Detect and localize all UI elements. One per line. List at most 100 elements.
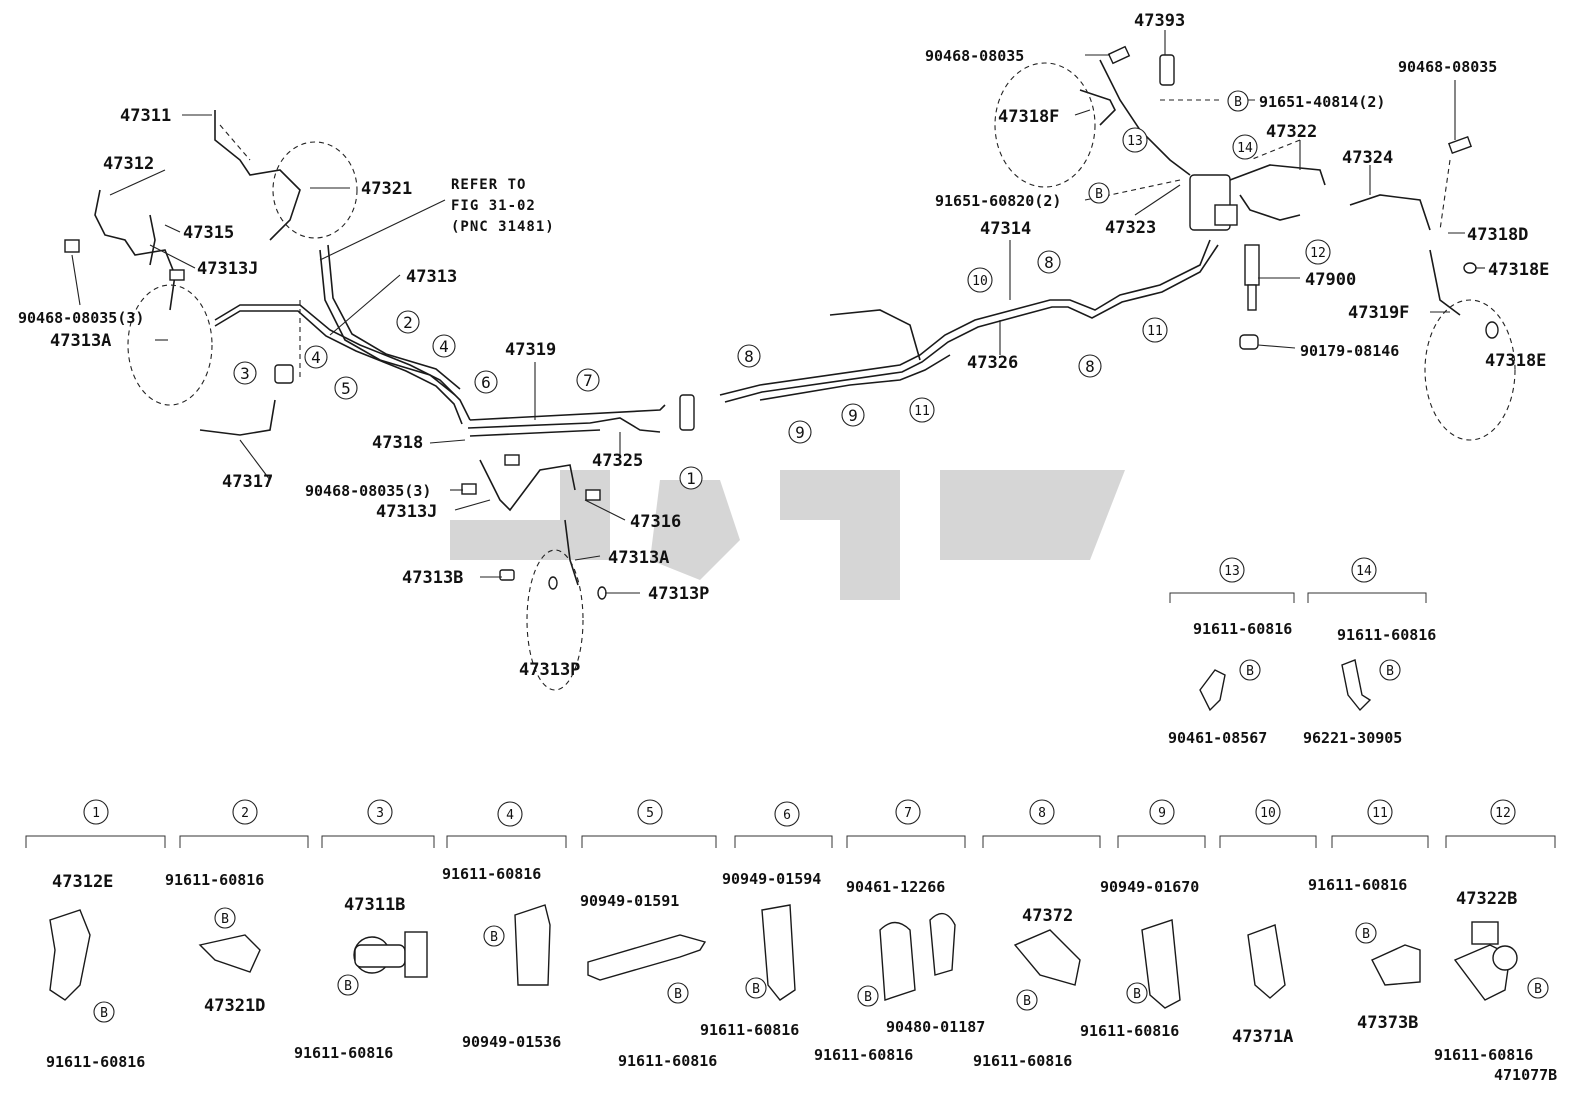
dashed-guides	[127, 62, 1516, 691]
leader-lines	[71, 30, 1485, 594]
svg-text:B: B	[1095, 187, 1103, 202]
callout-3: 3	[233, 361, 257, 385]
svg-text:8: 8	[1044, 253, 1054, 272]
svg-text:B: B	[1386, 664, 1394, 679]
label-47314: 47314	[980, 219, 1031, 239]
svg-text:B: B	[1023, 994, 1031, 1009]
callout-12: 12	[1305, 239, 1331, 265]
component-shapes	[64, 45, 1499, 600]
svg-text:B: B	[752, 982, 760, 997]
refer-note-line3: (PNC 31481)	[451, 219, 555, 235]
label-47313J-top: 47313J	[197, 259, 258, 279]
svg-text:9: 9	[848, 406, 858, 425]
svg-text:47311B: 47311B	[344, 895, 405, 915]
svg-text:3: 3	[240, 364, 250, 383]
detail-row: 1 47312E B 91611-60816 2 91611-60816 B 4…	[25, 799, 1557, 1084]
svg-text:1: 1	[92, 806, 100, 821]
detail-10: 10 47371A	[1219, 799, 1317, 1047]
svg-text:B: B	[490, 930, 498, 945]
label-90468-top: 90468-08035	[925, 47, 1024, 65]
label-47312: 47312	[103, 154, 154, 174]
label-47316: 47316	[630, 512, 681, 532]
label-90468-left: 90468-08035(3)	[18, 309, 144, 327]
label-47318F: 47318F	[998, 107, 1059, 127]
svg-text:5: 5	[646, 806, 654, 821]
label-47313: 47313	[406, 267, 457, 287]
svg-text:91611-60816: 91611-60816	[165, 871, 264, 889]
callout-11b: 11	[1142, 317, 1168, 343]
svg-text:90949-01536: 90949-01536	[462, 1033, 561, 1051]
label-90468-mid: 90468-08035(3)	[305, 482, 431, 500]
svg-text:9: 9	[795, 423, 805, 442]
watermark-logo	[450, 470, 1125, 600]
callout-8a: 8	[737, 344, 761, 368]
svg-text:7: 7	[583, 371, 593, 390]
svg-text:B: B	[1246, 664, 1254, 679]
detail-14: 14 91611-60816 B 96221-30905	[1303, 557, 1436, 747]
svg-text:B: B	[1234, 95, 1242, 110]
svg-text:B: B	[1133, 987, 1141, 1002]
svg-text:1: 1	[686, 469, 696, 488]
svg-text:91611-60816: 91611-60816	[1193, 620, 1292, 638]
svg-text:11: 11	[1147, 324, 1163, 339]
detail-2: 2 91611-60816 B 47321D	[165, 799, 309, 1016]
label-47318: 47318	[372, 433, 423, 453]
label-47900: 47900	[1305, 270, 1356, 290]
detail-11: 11 91611-60816 B 47373B	[1308, 799, 1429, 1033]
main-labels: 47311 47312 47321 47315 47313J 90468-080…	[18, 11, 1549, 680]
detail-3: 3 47311B B 91611-60816	[294, 799, 435, 1062]
svg-text:B: B	[221, 912, 229, 927]
label-47319: 47319	[505, 340, 556, 360]
svg-text:91611-60816: 91611-60816	[618, 1052, 717, 1070]
label-91651-60820: 91651-60820(2)	[935, 192, 1061, 210]
callout-5: 5	[334, 376, 358, 400]
svg-text:11: 11	[1372, 806, 1388, 821]
svg-text:91611-60816: 91611-60816	[814, 1046, 913, 1064]
main-callouts: 1 2 3 4 4 5 6 7 8 8 8 9 9 10 11 11 12 13…	[233, 90, 1331, 490]
svg-text:14: 14	[1356, 564, 1372, 579]
label-47326: 47326	[967, 353, 1018, 373]
callout-8c: 8	[1078, 354, 1102, 378]
svg-text:B: B	[674, 987, 682, 1002]
svg-text:90949-01591: 90949-01591	[580, 892, 679, 910]
svg-text:9: 9	[1158, 806, 1166, 821]
svg-text:91611-60816: 91611-60816	[1434, 1046, 1533, 1064]
svg-text:47312E: 47312E	[52, 872, 113, 892]
refer-note-line1: REFER TO	[451, 177, 526, 193]
label-90468-right: 90468-08035	[1398, 58, 1497, 76]
label-47324: 47324	[1342, 148, 1393, 168]
svg-text:90949-01670: 90949-01670	[1100, 878, 1199, 896]
label-91651-40814: 91651-40814(2)	[1259, 93, 1385, 111]
label-47322: 47322	[1266, 122, 1317, 142]
svg-text:B: B	[1534, 982, 1542, 997]
label-47321: 47321	[361, 179, 412, 199]
svg-text:91611-60816: 91611-60816	[1337, 626, 1436, 644]
label-47325: 47325	[592, 451, 643, 471]
svg-text:90461-08567: 90461-08567	[1168, 729, 1267, 747]
svg-text:47373B: 47373B	[1357, 1013, 1418, 1033]
label-47311: 47311	[120, 106, 171, 126]
callout-11a: 11	[909, 397, 935, 423]
svg-text:12: 12	[1310, 246, 1326, 261]
svg-text:91611-60816: 91611-60816	[1308, 876, 1407, 894]
svg-text:11: 11	[914, 404, 930, 419]
svg-text:91611-60816: 91611-60816	[700, 1021, 799, 1039]
svg-text:6: 6	[783, 808, 791, 823]
callout-13: 13	[1122, 127, 1148, 153]
callout-7: 7	[576, 368, 600, 392]
svg-text:B: B	[100, 1006, 108, 1021]
svg-text:47322B: 47322B	[1456, 889, 1517, 909]
svg-text:13: 13	[1127, 134, 1143, 149]
svg-text:4: 4	[439, 337, 449, 356]
svg-text:7: 7	[904, 806, 912, 821]
callout-1: 1	[679, 466, 703, 490]
figure-code: 471077B	[1494, 1066, 1557, 1084]
label-47315: 47315	[183, 223, 234, 243]
callout-8b: 8	[1037, 250, 1061, 274]
svg-text:12: 12	[1495, 806, 1511, 821]
svg-text:47321D: 47321D	[204, 996, 265, 1016]
svg-text:91611-60816: 91611-60816	[1080, 1022, 1179, 1040]
refer-note-line2: FIG 31-02	[451, 198, 536, 214]
callout-2: 2	[396, 310, 420, 334]
label-47313J-mid: 47313J	[376, 502, 437, 522]
